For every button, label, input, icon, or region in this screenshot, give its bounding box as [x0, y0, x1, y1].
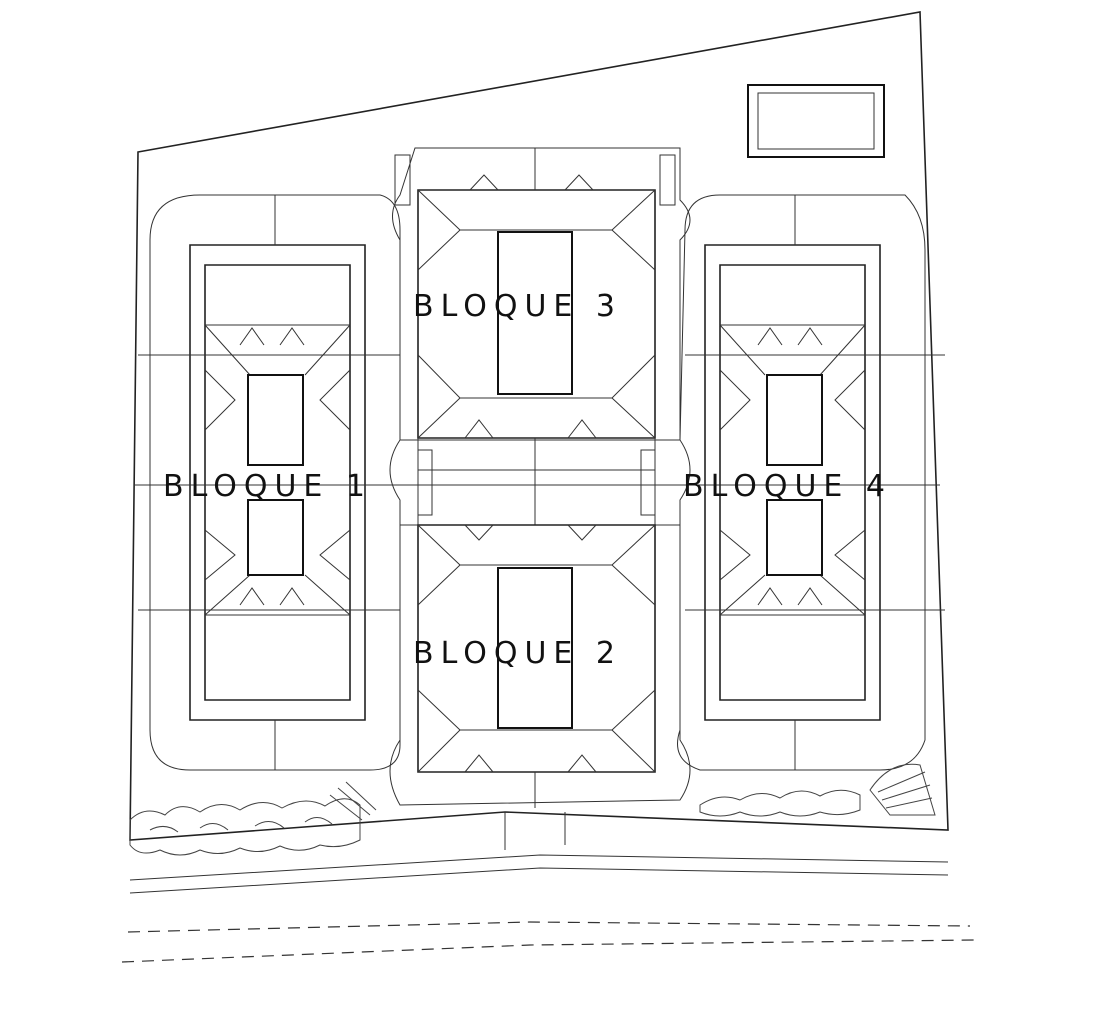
road-edge-upper — [129, 854, 949, 881]
central-path — [504, 812, 566, 850]
shrub-cluster-right — [699, 763, 936, 817]
bloque-3-label: BLOQUE 3 — [413, 289, 622, 324]
road-edge-lower — [129, 867, 949, 894]
bloque-4-building — [677, 194, 945, 771]
community-pool-inner — [757, 92, 875, 150]
site-boundary — [129, 11, 949, 841]
community-pool — [747, 84, 885, 158]
bloque-2-label: BLOQUE 2 — [413, 636, 622, 671]
central-corridor — [135, 438, 940, 525]
road-dashed-line-2 — [121, 939, 976, 963]
bloque-1-label: BLOQUE 1 — [163, 469, 372, 504]
bloque-4-label: BLOQUE 4 — [683, 469, 892, 504]
bloque-2-building — [389, 524, 691, 808]
shrub-cluster-left — [129, 781, 377, 856]
bloque-1-building — [138, 194, 401, 771]
road-dashed-line-1 — [127, 921, 971, 933]
